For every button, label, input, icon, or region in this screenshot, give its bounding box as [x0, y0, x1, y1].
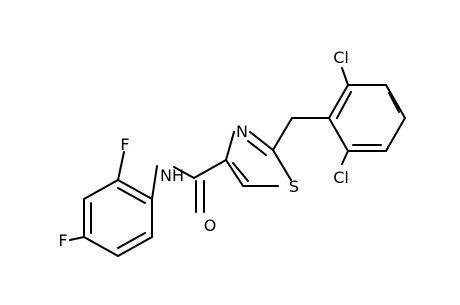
double-bond [117, 187, 146, 204]
difluorophenyl-ring [83, 179, 153, 257]
bond [225, 131, 235, 161]
bond-carbonyl-ring [193, 159, 227, 179]
bond [328, 117, 349, 152]
bond [83, 236, 119, 257]
bond [385, 84, 406, 119]
bond [83, 179, 119, 200]
double-bond [117, 232, 146, 249]
double-bond [247, 140, 267, 156]
oxygen-label: O [204, 216, 217, 235]
double-bond [232, 162, 249, 182]
thiazole-nitrogen-label: N [236, 122, 248, 141]
bond [385, 117, 406, 152]
chlorine-top-label: Cl [333, 48, 349, 67]
bond [249, 131, 274, 151]
bond [272, 149, 292, 181]
double-bond [388, 92, 400, 113]
dichlorophenyl-ring [328, 84, 406, 152]
thiazole-ring [225, 131, 292, 187]
bond-n-aryl [151, 165, 158, 200]
bond-ch2-thiazole [272, 117, 293, 151]
bond [328, 84, 349, 119]
bond [117, 236, 153, 257]
bond-f-bottom [69, 236, 85, 241]
fluorine-top-label: F [120, 135, 129, 154]
bond [117, 179, 153, 200]
double-bond [336, 91, 352, 119]
fluorine-bottom-label: F [58, 231, 67, 250]
bond-amide-n [173, 166, 195, 179]
bond-f-top [117, 151, 125, 181]
nh-label: NH [160, 166, 184, 185]
chlorine-bottom-label: Cl [333, 168, 349, 187]
bond-cl-bottom [341, 150, 349, 165]
bond-cl-top [341, 67, 349, 86]
thiazole-sulfur-label: S [289, 177, 299, 196]
bond [225, 159, 244, 187]
